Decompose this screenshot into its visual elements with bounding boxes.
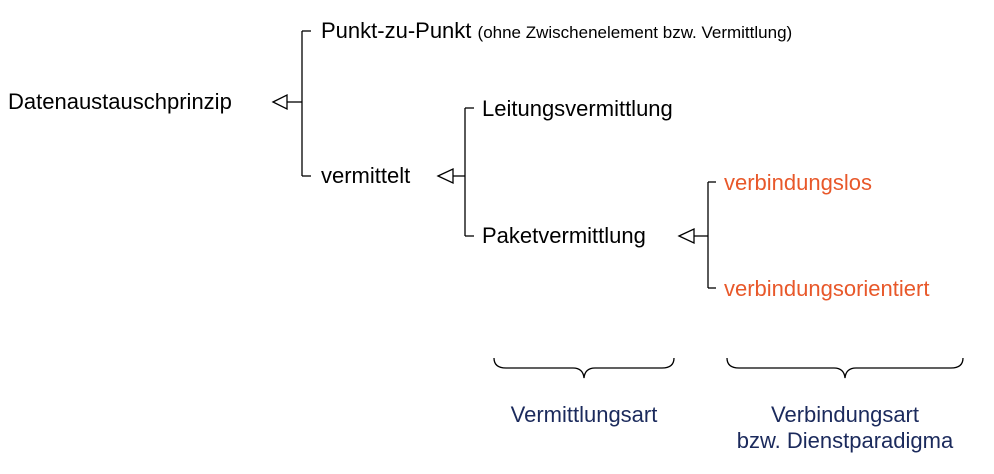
- node-verbindungslos: verbindungslos: [724, 170, 872, 195]
- brace-verbindungsart: [726, 357, 964, 379]
- node-p2p-label: Punkt-zu-Punkt: [321, 18, 472, 43]
- caption-verbindungsart-line2: bzw. Dienstparadigma: [736, 428, 954, 453]
- brace-vermittlungsart: [493, 357, 675, 379]
- arrowhead-root: [271, 93, 288, 111]
- node-p2p: Punkt-zu-Punkt (ohne Zwischenelement bzw…: [321, 18, 792, 46]
- arrowhead-paket: [677, 227, 695, 245]
- node-vermittelt: vermittelt: [321, 163, 411, 188]
- caption-verbindungsart-line1: Verbindungsart: [771, 402, 919, 427]
- node-p2p-note: (ohne Zwischenelement bzw. Vermittlung): [477, 23, 793, 42]
- caption-vermittlungsart: Vermittlungsart: [510, 402, 658, 427]
- node-root: Datenaustauschprinzip: [8, 89, 232, 114]
- caption-verbindungsart: Verbindungsart bzw. Dienstparadigma: [705, 402, 985, 454]
- node-verbindungsorientiert: verbindungsorientiert: [724, 276, 930, 301]
- node-paket: Paketvermittlung: [482, 223, 646, 248]
- node-leitung: Leitungsvermittlung: [482, 96, 673, 121]
- arrowhead-vermittelt: [436, 167, 454, 185]
